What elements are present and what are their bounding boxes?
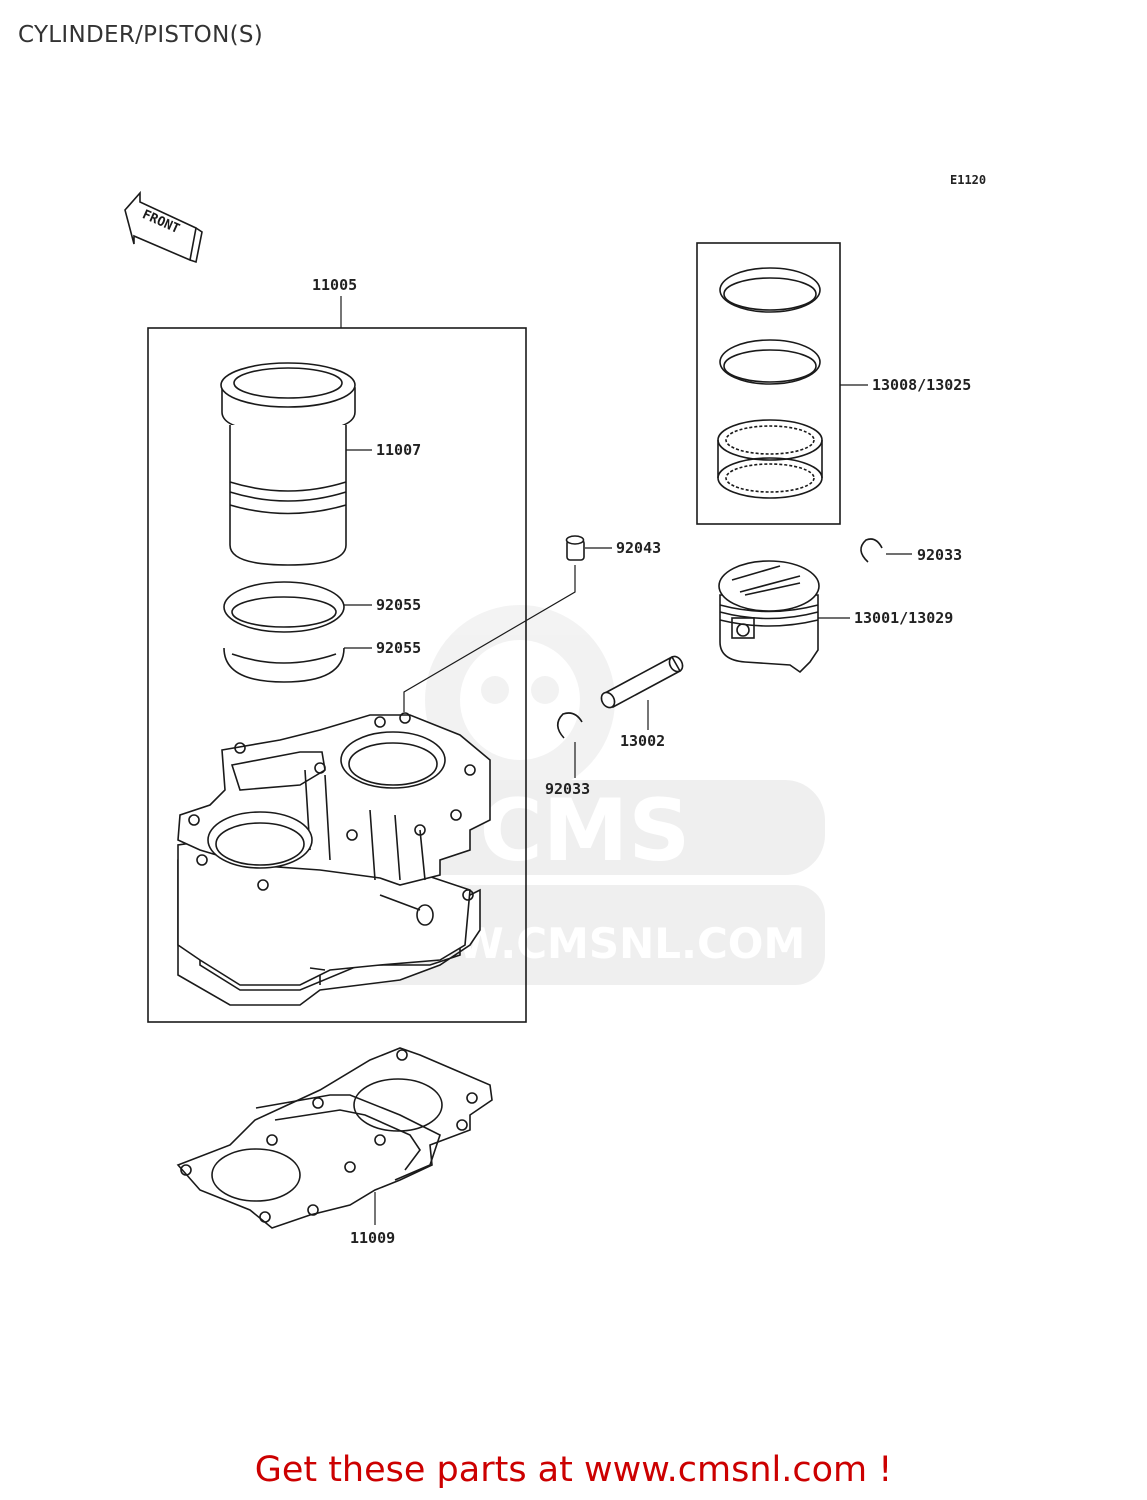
label-11007[interactable]: 11007 xyxy=(376,441,421,459)
piston-pin xyxy=(600,655,684,709)
label-11005[interactable]: 11005 xyxy=(312,276,357,294)
parts-diagram: CMS WWW.CMSNL.COM E1120 FRONT 11005 1100… xyxy=(124,173,986,1247)
base-gasket xyxy=(176,1047,493,1229)
label-13001-13029[interactable]: 13001/13029 xyxy=(854,609,953,627)
cylinder-assembly-box xyxy=(147,327,527,1023)
footer-link[interactable]: Get these parts at www.cmsnl.com ! xyxy=(254,1450,893,1490)
label-92055-upper[interactable]: 92055 xyxy=(376,596,421,614)
dowel-pin xyxy=(565,535,585,561)
label-13008-13025[interactable]: 13008/13025 xyxy=(872,376,971,394)
watermark-brand: CMS xyxy=(480,781,691,881)
cylinder-sleeve xyxy=(220,362,356,566)
label-13002[interactable]: 13002 xyxy=(620,732,665,750)
label-92033-upper[interactable]: 92033 xyxy=(917,546,962,564)
circlip-lower xyxy=(556,712,583,739)
page-title: CYLINDER/PISTON(S) xyxy=(18,22,264,48)
label-92033-lower[interactable]: 92033 xyxy=(545,780,590,798)
o-ring-lower xyxy=(223,647,345,683)
piston-rings-box xyxy=(696,242,841,525)
label-11009[interactable]: 11009 xyxy=(350,1229,395,1247)
o-ring-upper xyxy=(223,581,345,633)
label-92043[interactable]: 92043 xyxy=(616,539,661,557)
piston xyxy=(718,560,820,674)
cylinder-block xyxy=(177,712,491,1006)
circlip-upper xyxy=(860,538,883,563)
diagram-code: E1120 xyxy=(950,173,986,187)
piston-rings xyxy=(717,267,823,499)
label-92055-lower[interactable]: 92055 xyxy=(376,639,421,657)
front-arrow-icon: FRONT xyxy=(124,190,203,264)
